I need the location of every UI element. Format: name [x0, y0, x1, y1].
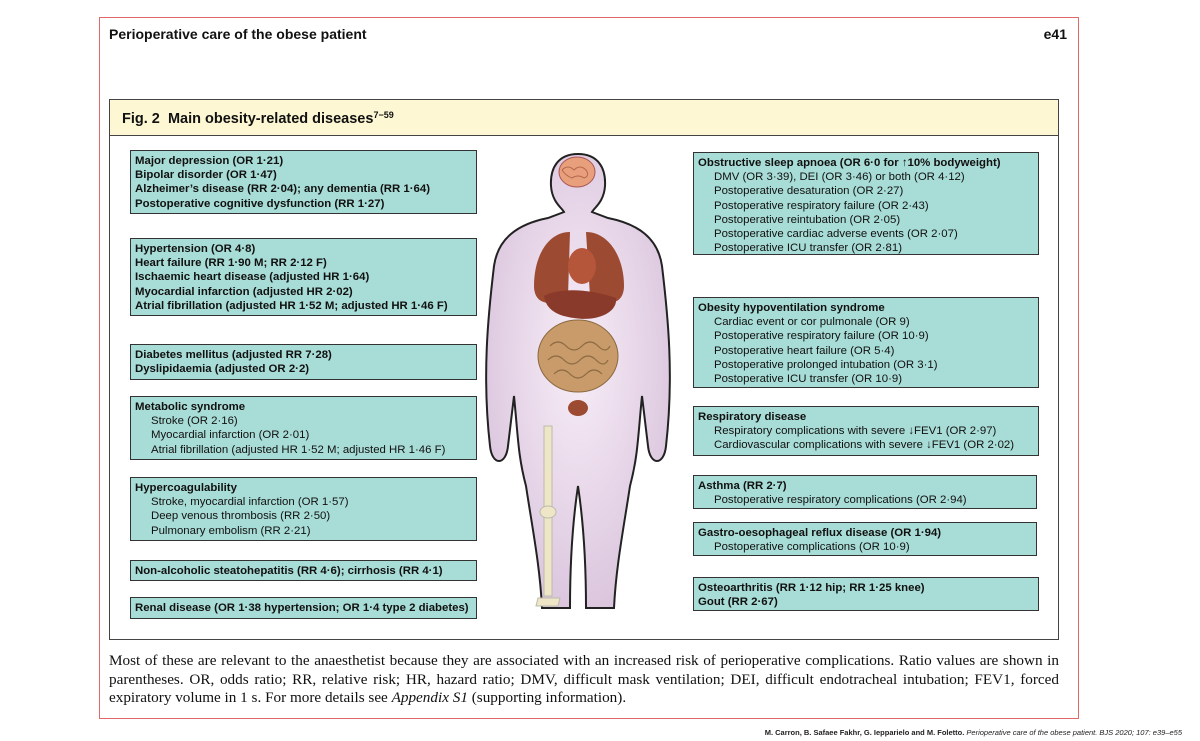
disease-line: Pulmonary embolism (RR 2·21) — [151, 524, 311, 537]
disease-line: Postoperative complications (OR 10·9) — [714, 541, 910, 554]
figure-title-text: Main obesity-related diseases — [167, 111, 374, 127]
intestines-icon — [537, 319, 619, 393]
disease-line: Ischaemic heart disease (adjusted HR 1·6… — [135, 271, 370, 284]
caption-main: Most of these are relevant to the anaest… — [109, 652, 1059, 707]
figure-ref: 7−59 — [373, 110, 394, 120]
disease-line: Atrial fibrillation (adjusted HR 1·52 M;… — [135, 299, 448, 312]
heart-icon — [568, 248, 596, 284]
disease-line: Cardiovascular complications with severe… — [714, 439, 1015, 452]
disease-line: Postoperative reintubation (OR 2·05) — [714, 213, 901, 226]
figure-title: Fig. 2 Main obesity-related diseases7−59 — [122, 110, 394, 127]
disease-box-liver: Non-alcoholic steatohepatitis (RR 4·6); … — [130, 560, 477, 581]
disease-line: Postoperative respiratory failure (OR 2·… — [714, 199, 929, 212]
disease-box-psychiatric: Major depression (OR 1·21) Bipolar disord… — [130, 150, 477, 214]
disease-box-musculoskeletal: Osteoarthritis (RR 1·12 hip; RR 1·25 kne… — [693, 577, 1039, 611]
disease-line: Gout (RR 2·67) — [698, 596, 778, 609]
figure-header: Fig. 2 Main obesity-related diseases7−59 — [110, 100, 1058, 136]
disease-line: Myocardial infarction (OR 2·01) — [151, 429, 310, 442]
disease-line: Heart failure (RR 1·90 M; RR 2·12 F) — [135, 257, 327, 270]
disease-box-renal: Renal disease (OR 1·38 hypertension; OR … — [130, 597, 477, 619]
disease-line: Postoperative desaturation (OR 2·27) — [714, 185, 904, 198]
disease-line: Myocardial infarction (adjusted HR 2·02) — [135, 285, 353, 298]
disease-line: Diabetes mellitus (adjusted RR 7·28) — [135, 349, 332, 361]
disease-line: Obesity hypoventilation syndrome — [698, 302, 885, 314]
disease-line: Atrial fibrillation (adjusted HR 1·52 M;… — [151, 443, 446, 456]
disease-line: Respiratory disease — [698, 411, 807, 423]
disease-box-sleep-apnoea: Obstructive sleep apnoea (OR 6·0 for ↑10… — [693, 152, 1039, 255]
page-frame — [99, 17, 1079, 719]
disease-box-diabetes: Diabetes mellitus (adjusted RR 7·28) Dysl… — [130, 344, 477, 380]
disease-box-cardiovascular: Hypertension (OR 4·8) Heart failure (RR 1… — [130, 238, 477, 316]
lungs-icon — [534, 232, 624, 303]
disease-line: Dyslipidaemia (adjusted OR 2·2) — [135, 363, 310, 376]
figure-label: Fig. 2 — [122, 111, 160, 127]
disease-line: Postoperative ICU transfer (OR 10·9) — [714, 373, 903, 386]
disease-line: Postoperative heart failure (OR 5·4) — [714, 344, 895, 357]
disease-line: Postoperative cognitive dysfunction (RR … — [135, 197, 385, 210]
disease-line: Stroke, myocardial infarction (OR 1·57) — [151, 496, 349, 509]
figure-caption: Most of these are relevant to the anaest… — [109, 652, 1059, 708]
disease-line: Postoperative respiratory complications … — [714, 494, 967, 507]
disease-line: Major depression (OR 1·21) — [135, 155, 284, 167]
disease-line: Postoperative ICU transfer (OR 2·81) — [714, 242, 903, 255]
liver-stomach-icon — [544, 290, 617, 319]
disease-line: Non-alcoholic steatohepatitis (RR 4·6); … — [135, 565, 443, 577]
disease-line: Hypercoagulability — [135, 482, 237, 494]
disease-line: Hypertension (OR 4·8) — [135, 243, 256, 255]
disease-line: Deep venous thrombosis (RR 2·50) — [151, 510, 331, 523]
caption-appendix: Appendix S1 — [391, 689, 468, 707]
disease-box-asthma: Asthma (RR 2·7) Postoperative respiratory… — [693, 475, 1037, 509]
disease-line: Obstructive sleep apnoea (OR 6·0 for ↑10… — [698, 157, 1001, 169]
disease-line: Respiratory complications with severe ↓F… — [714, 425, 997, 438]
caption-end: (supporting information). — [467, 689, 627, 707]
disease-line: Asthma (RR 2·7) — [698, 480, 787, 492]
disease-line: Postoperative cardiac adverse events (OR… — [714, 228, 958, 241]
page-number: e41 — [1043, 26, 1067, 42]
disease-line: Metabolic syndrome — [135, 401, 246, 413]
disease-line: Postoperative respiratory failure (OR 10… — [714, 330, 929, 343]
skeleton-leg-icon — [535, 425, 561, 607]
disease-line: Cardiac event or cor pulmonale (OR 9) — [714, 316, 910, 329]
citation: M. Carron, B. Safaee Fakhr, G. Ieppariel… — [765, 728, 1182, 737]
bladder-icon — [568, 400, 588, 416]
disease-line: Renal disease (OR 1·38 hypertension; OR … — [135, 602, 469, 614]
citation-authors: M. Carron, B. Safaee Fakhr, G. Ieppariel… — [764, 728, 965, 737]
brain-icon — [558, 156, 596, 188]
disease-line: Gastro-oesophageal reflux disease (OR 1·… — [698, 527, 942, 539]
citation-source: Perioperative care of the obese patient.… — [966, 728, 1182, 737]
running-title: Perioperative care of the obese patient — [109, 26, 367, 42]
disease-line: Bipolar disorder (OR 1·47) — [135, 169, 277, 182]
disease-line: Osteoarthritis (RR 1·12 hip; RR 1·25 kne… — [698, 582, 925, 594]
disease-box-reflux: Gastro-oesophageal reflux disease (OR 1·… — [693, 522, 1037, 556]
disease-line: Alzheimer’s disease (RR 2·04); any demen… — [135, 183, 430, 196]
disease-line: DMV (OR 3·39), DEI (OR 3·46) or both (OR… — [714, 171, 965, 184]
obese-body-illustration — [485, 152, 671, 609]
disease-line: Postoperative prolonged intubation (OR 3… — [714, 358, 938, 371]
disease-line: Stroke (OR 2·16) — [151, 415, 238, 428]
